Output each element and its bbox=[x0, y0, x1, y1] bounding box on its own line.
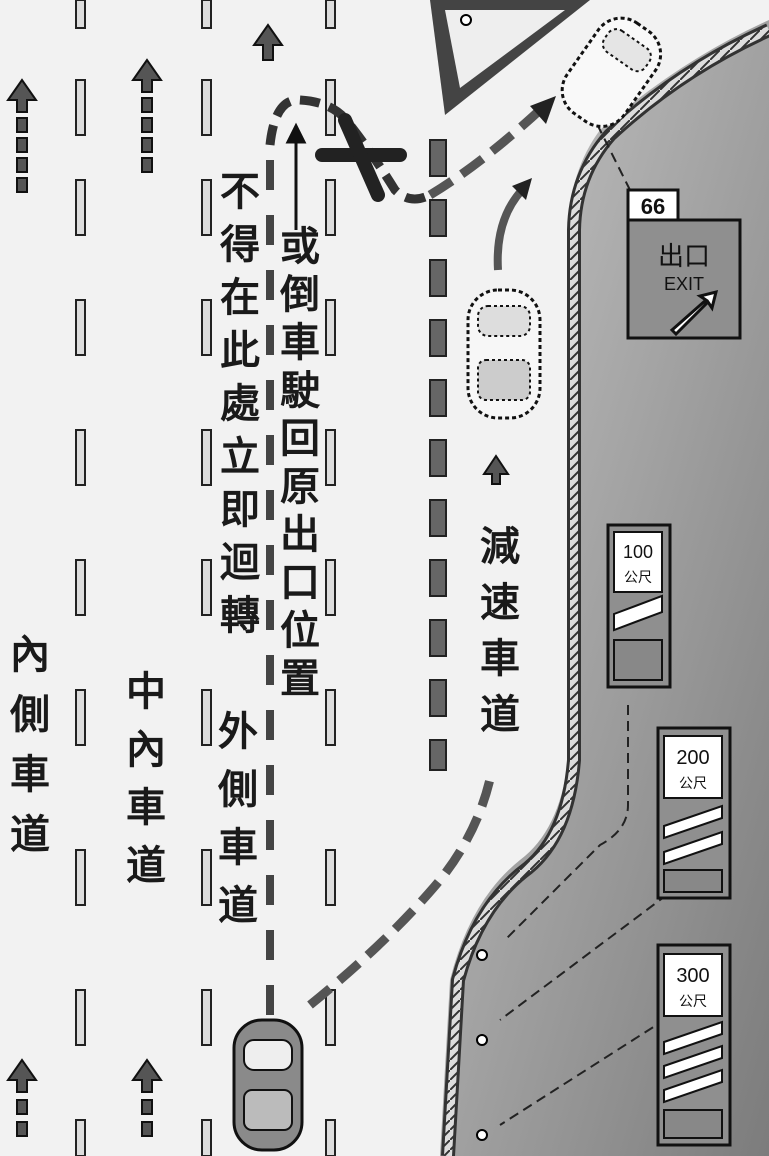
label-middle-lane: 中內車道 bbox=[126, 669, 166, 889]
car-decel-ghost bbox=[466, 288, 542, 420]
exit-sign: 66 出口 EXIT bbox=[626, 188, 742, 340]
exit-sign-text-cn: 出口 bbox=[658, 241, 710, 271]
lane-arrow-outer-top bbox=[252, 23, 284, 61]
lane-arrow-inner-bottom bbox=[6, 1058, 38, 1137]
distance-sign-200-value: 200 bbox=[676, 747, 709, 769]
distance-sign-200: 200 公尺 bbox=[656, 726, 732, 900]
label-no-reverse: 或倒車駛回原出口位置 bbox=[279, 224, 321, 702]
lane-divider-2 bbox=[201, 0, 212, 1156]
decel-lane-divider bbox=[429, 139, 447, 771]
exit-path-top bbox=[427, 106, 544, 199]
car-bottom bbox=[232, 1018, 304, 1152]
car-top-ghost bbox=[560, 16, 663, 128]
prohibited-x-mark bbox=[315, 113, 407, 202]
lane-arrow-inner-top bbox=[6, 78, 38, 193]
label-inner-lane: 內側車道 bbox=[9, 632, 50, 858]
distance-sign-100-value: 100 bbox=[623, 542, 653, 562]
lane-divider-1 bbox=[75, 0, 86, 1156]
outer-lane-dashes bbox=[266, 160, 274, 1015]
distance-sign-200-unit: 公尺 bbox=[679, 775, 707, 791]
label-decel-lane: 減速車道 bbox=[480, 524, 520, 738]
decel-lane-arrow bbox=[482, 454, 510, 485]
lane-arrow-middle-bottom bbox=[131, 1058, 163, 1137]
distance-sign-300: 300 公尺 bbox=[656, 943, 732, 1147]
lane-arrow-middle-top bbox=[131, 58, 163, 173]
shoulder-markers bbox=[476, 949, 488, 1141]
sight-lines bbox=[499, 109, 681, 1126]
distance-sign-100: 100 公尺 bbox=[606, 523, 672, 689]
ramp-curve-arrow bbox=[493, 187, 526, 271]
exit-sign-text-en: EXIT bbox=[664, 274, 704, 294]
prohibited-path bbox=[265, 95, 433, 204]
distance-sign-300-unit: 公尺 bbox=[679, 993, 707, 1009]
exit-path bbox=[307, 769, 497, 1009]
distance-sign-100-unit: 公尺 bbox=[624, 569, 652, 585]
exit-sign-number: 66 bbox=[641, 194, 665, 219]
exit-arrow-icon bbox=[669, 289, 719, 337]
distance-sign-300-value: 300 bbox=[676, 965, 709, 987]
label-outer-lane: 外側車道 bbox=[217, 709, 258, 929]
label-no-uturn: 不得在此處立即迴轉 bbox=[220, 169, 261, 639]
thin-up-arrow bbox=[285, 122, 307, 230]
